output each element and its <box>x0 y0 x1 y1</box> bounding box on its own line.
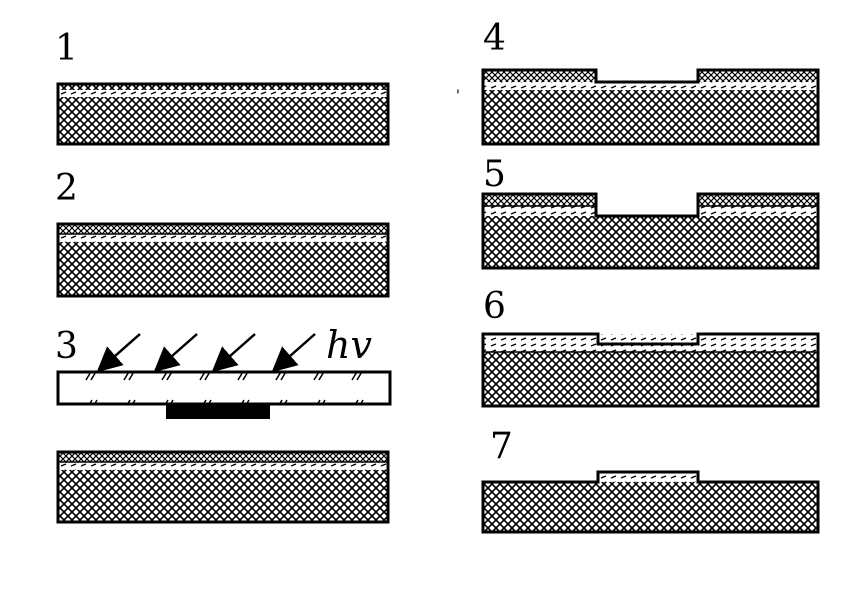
light-arrow <box>96 333 141 373</box>
light-arrow <box>271 333 316 373</box>
step-5-label: 5 <box>483 154 506 195</box>
step-6-label: 6 <box>483 286 506 327</box>
step-1-label: 1 <box>55 28 78 69</box>
step-5-stack <box>481 192 820 270</box>
light-label: hv <box>326 323 372 367</box>
step-3-label: 3 <box>55 326 78 367</box>
step-4-label: 4 <box>483 18 506 59</box>
light-arrow <box>211 333 256 373</box>
step-7-label: 7 <box>490 426 513 467</box>
step-4-stack <box>481 68 820 146</box>
light-arrow <box>153 333 198 373</box>
step-3-stack <box>56 450 390 524</box>
step-7-stack <box>481 470 820 534</box>
step-6-stack <box>481 332 820 408</box>
mask-opaque-pattern <box>166 404 270 419</box>
step-1-stack <box>56 82 390 146</box>
photomask <box>56 370 392 419</box>
final-feature <box>598 472 698 482</box>
light-arrows <box>96 333 316 373</box>
step-2-stack <box>56 222 390 298</box>
stray-mark: ' <box>456 88 460 104</box>
step-2-label: 2 <box>55 168 78 209</box>
